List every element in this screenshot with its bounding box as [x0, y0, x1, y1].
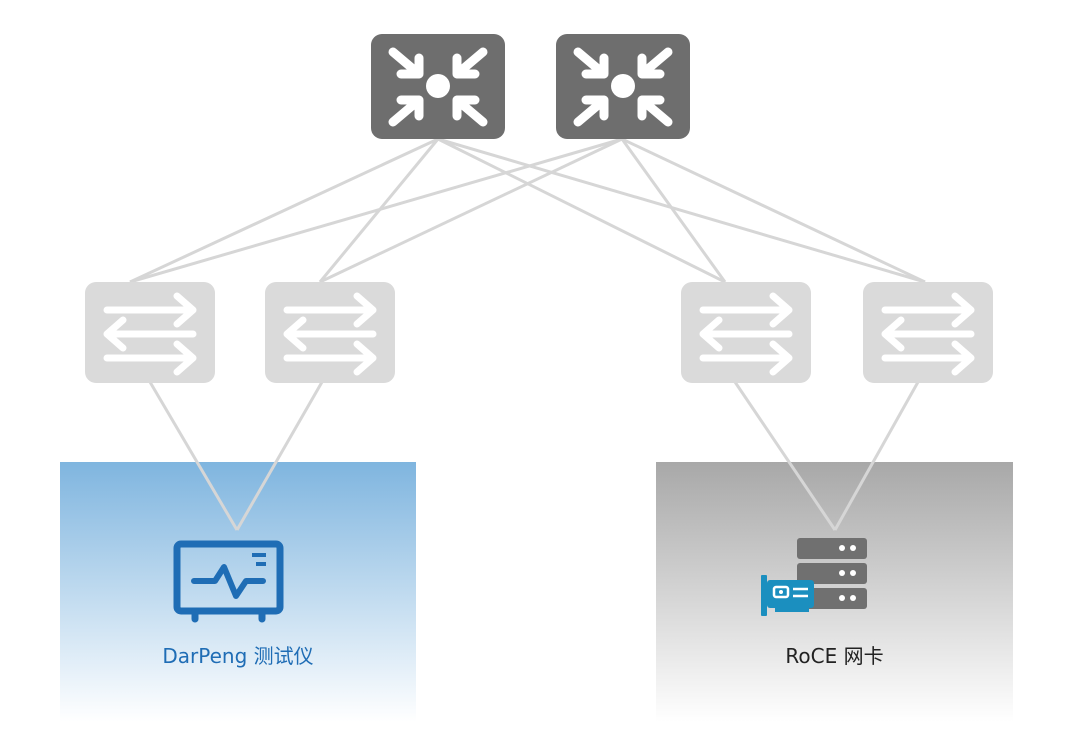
link-core2-leaf4 — [621, 137, 926, 284]
test-instrument-icon — [173, 540, 284, 623]
link-leaf4-nic — [833, 381, 920, 531]
leaf-switch-4 — [863, 282, 993, 383]
switch-arrows-icon — [103, 292, 197, 376]
leaf-switch-1 — [85, 282, 215, 383]
link-core2-leaf1 — [129, 137, 623, 284]
link-core2-leaf2 — [319, 137, 623, 284]
core-router-icon — [388, 47, 488, 127]
leaf-switch-3 — [681, 282, 811, 383]
core-router-icon — [573, 47, 673, 127]
link-core2-leaf3 — [620, 138, 727, 283]
switch-arrows-icon — [881, 292, 975, 376]
switch-arrows-icon — [699, 292, 793, 376]
switch-arrows-icon — [283, 292, 377, 376]
server-icon — [797, 538, 867, 609]
links — [129, 137, 926, 531]
core-switch-2 — [556, 34, 690, 139]
link-core1-leaf1 — [129, 137, 439, 284]
network-card-icon — [761, 575, 814, 616]
server-nic-icon — [761, 538, 867, 616]
link-leaf2-tester — [235, 381, 324, 531]
link-leaf1-tester — [148, 381, 239, 531]
nic-label: RoCE 网卡 — [785, 644, 884, 668]
core-switch-1 — [371, 34, 505, 139]
tester-label: DarPeng 测试仪 — [162, 644, 314, 668]
link-leaf3-nic — [733, 381, 837, 531]
leaf-switch-2 — [265, 282, 395, 383]
link-core1-leaf4 — [437, 137, 926, 284]
link-core1-leaf3 — [437, 137, 726, 284]
